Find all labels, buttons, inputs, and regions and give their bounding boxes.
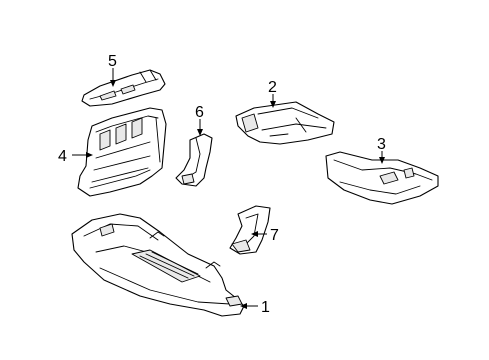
callout-6: 6	[195, 104, 204, 121]
part-4-shield	[77, 107, 167, 197]
part-3-pan	[325, 151, 439, 205]
part-2-bracket	[235, 101, 335, 145]
callout-5: 5	[108, 53, 117, 70]
callout-3: 3	[377, 136, 386, 153]
callout-2: 2	[268, 79, 277, 96]
callout-1: 1	[261, 299, 270, 316]
callout-7: 7	[270, 227, 279, 244]
part-6-duct	[175, 133, 213, 187]
part-1-splash-shield	[71, 213, 245, 317]
callout-labels: 5 4 6 2 3 7 1	[58, 53, 386, 316]
part-5-bracket	[81, 69, 166, 107]
part-7-duct	[229, 205, 271, 255]
callout-leaders	[72, 68, 385, 309]
callout-4: 4	[58, 148, 67, 165]
